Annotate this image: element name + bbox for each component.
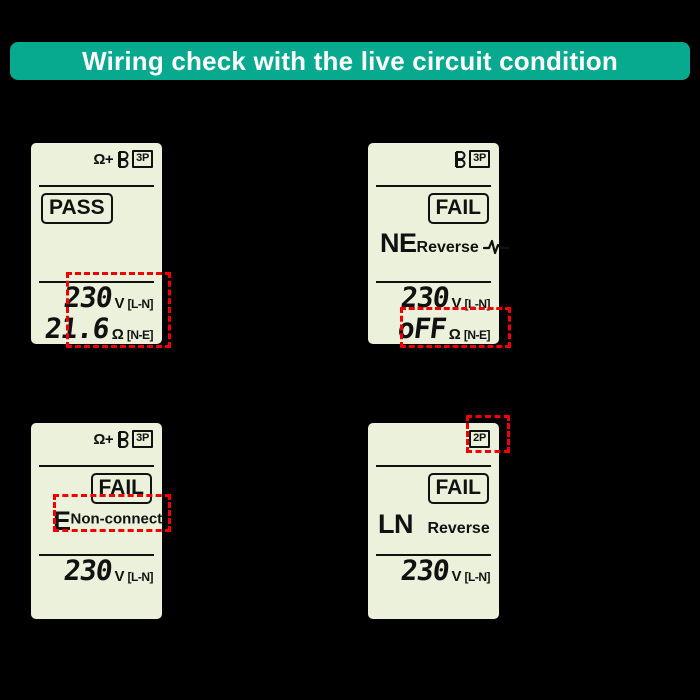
readout-value: 230	[398, 554, 451, 587]
message-primary: NE	[380, 228, 417, 258]
divider-bottom	[376, 554, 491, 556]
message-line: LN Reverse	[378, 511, 490, 538]
readout-terminals: [L-N]	[464, 570, 491, 584]
verdict-badge: FAIL	[427, 473, 489, 504]
lcd-panel-ln-reverse-2p: 2P FAIL LN Reverse 230 V [L-N]	[368, 423, 499, 619]
verdict-badge: PASS	[41, 193, 113, 224]
readout-unit: V	[451, 568, 462, 585]
verdict-badge: FAIL	[90, 473, 152, 504]
message-primary: LN	[378, 509, 414, 539]
pole-badge: 3P	[469, 150, 490, 168]
readout-row-1: 230 V [L-N]	[398, 281, 491, 314]
verdict-badge: FAIL	[427, 193, 489, 224]
readout-terminals: [L-N]	[464, 297, 491, 311]
panel-header-modes: Ω+ 3P	[93, 429, 153, 449]
readout-row-2: oFF Ω [N-E]	[396, 312, 491, 345]
divider-top	[376, 465, 491, 467]
readout-value: oFF	[396, 312, 448, 345]
message-primary: E	[53, 506, 71, 536]
readout-value: 230	[61, 554, 114, 587]
pole-badge: 3P	[132, 430, 153, 448]
divider-bottom	[39, 554, 154, 556]
readout-row-1: 230 V [L-N]	[61, 281, 154, 314]
readout-row-1: 230 V [L-N]	[61, 554, 154, 587]
pole-badge: 3P	[132, 150, 153, 168]
readout-unit: V	[114, 568, 125, 585]
message-line: NEReverse	[380, 228, 510, 258]
panel-header-modes: 2P	[469, 429, 490, 449]
panel-header-modes: Ω+ 3P	[93, 149, 153, 169]
divider-bottom	[376, 281, 491, 283]
divider-top	[39, 185, 154, 187]
readout-value: 230	[398, 281, 451, 314]
pole-badge: 2P	[469, 430, 490, 448]
message-secondary: Non-connect	[70, 510, 163, 528]
page-title: Wiring check with the live circuit condi…	[82, 45, 618, 76]
readout-terminals: [N-E]	[463, 328, 491, 342]
divider-top	[376, 185, 491, 187]
readout-terminals: [L-N]	[127, 297, 154, 311]
readout-terminals: [N-E]	[126, 328, 154, 342]
lcd-panel-pass-3p: Ω+ 3P PASS 230 V [L-N] 21.6 Ω [N-E]	[31, 143, 162, 345]
readout-terminals: [L-N]	[127, 570, 154, 584]
panel-header-modes: 3P	[450, 149, 490, 169]
readout-unit: V	[451, 295, 462, 312]
readout-value: 21.6	[43, 312, 111, 345]
plug-icon	[116, 150, 129, 168]
plug-icon	[453, 150, 466, 168]
readout-value: 230	[61, 281, 114, 314]
plug-icon	[116, 430, 129, 448]
message-line: ENon-connect	[53, 508, 162, 535]
readout-unit: V	[114, 295, 125, 312]
readout-row-1: 230 V [L-N]	[398, 554, 491, 587]
message-secondary: Reverse	[427, 520, 490, 537]
omega-label: Ω+	[93, 150, 114, 168]
waveform-icon	[483, 239, 510, 255]
title-banner: Wiring check with the live circuit condi…	[10, 42, 690, 80]
message-secondary: Reverse	[416, 239, 479, 256]
omega-label: Ω+	[93, 430, 114, 448]
lcd-panel-e-non-connect-3p: Ω+ 3P FAIL ENon-connect 230 V [L-N]	[31, 423, 162, 619]
readout-unit: Ω	[448, 326, 461, 343]
divider-top	[39, 465, 154, 467]
lcd-panel-ne-reverse-3p: 3P FAIL NEReverse 230 V [L-N] oFF Ω [N-E…	[368, 143, 510, 345]
divider-bottom	[39, 281, 154, 283]
readout-unit: Ω	[111, 326, 124, 343]
readout-row-2: 21.6 Ω [N-E]	[43, 312, 154, 345]
